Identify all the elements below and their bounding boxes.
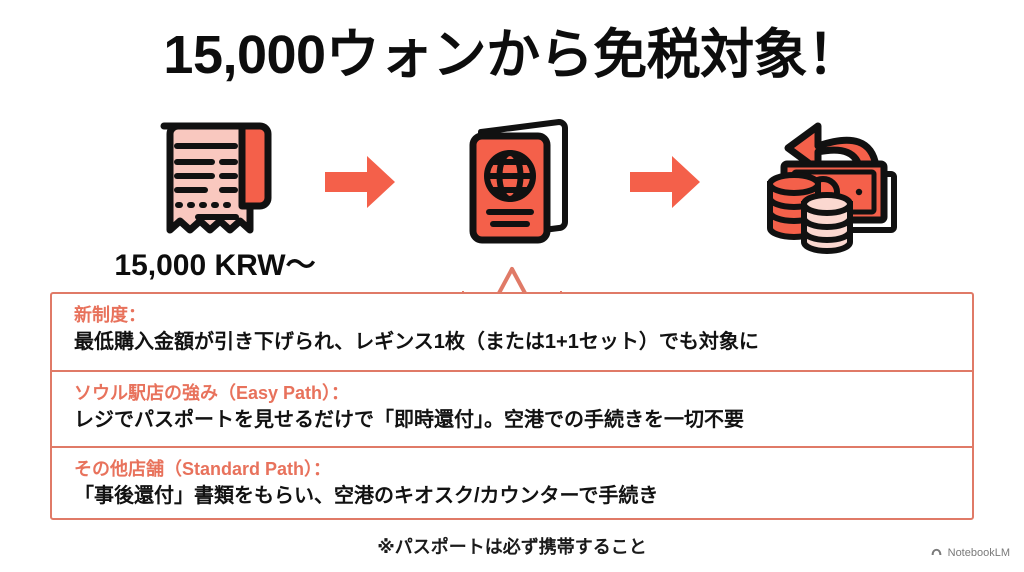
price-threshold-label: 15,000 KRW〜 xyxy=(114,249,316,282)
footer-note: ※パスポートは必ず携帯すること xyxy=(377,537,647,557)
section-body: 最低購入金額が引き下げられ、レギンス1枚（または1+1セット）でも対象に xyxy=(74,331,759,354)
flow-arrow-1 xyxy=(310,112,410,252)
section-heading: 新制度： xyxy=(74,305,146,325)
section-heading: その他店舗（Standard Path）： xyxy=(74,459,332,479)
info-callout-box: 新制度： 最低購入金額が引き下げられ、レギンス1枚（または1+1セット）でも対象… xyxy=(50,292,974,520)
section-body: レジでパスポートを見せるだけで「即時還付」。空港での手続きを一切不要 xyxy=(74,409,744,432)
arrow-right-icon xyxy=(325,156,395,208)
callout-section-standard-path: その他店舗（Standard Path）： 「事後還付」書類をもらい、空港のキオ… xyxy=(52,446,972,522)
receipt-icon xyxy=(160,122,272,234)
flow-step-refund xyxy=(760,112,910,254)
flow-step-receipt xyxy=(150,112,280,252)
watermark-label: NotebookLM xyxy=(947,546,1010,559)
notebooklm-watermark: NotebookLM xyxy=(930,546,1010,559)
money-refund-icon xyxy=(767,122,897,254)
arrow-right-icon xyxy=(630,156,700,208)
passport-icon xyxy=(469,119,568,244)
tax-refund-flow-diagram xyxy=(0,112,1024,272)
callout-section-easy-path: ソウル駅店の強み（Easy Path）： レジでパスポートを見せるだけで「即時還… xyxy=(52,370,972,446)
flow-arrow-2 xyxy=(615,112,715,252)
flow-step-passport xyxy=(455,112,585,252)
notebooklm-logo-icon xyxy=(931,548,941,555)
page-title: 15,000ウォンから免税対象！ xyxy=(163,25,861,85)
section-body: 「事後還付」書類をもらい、空港のキオスク/カウンターで手続き xyxy=(74,485,659,508)
callout-section-new-system: 新制度： 最低購入金額が引き下げられ、レギンス1枚（または1+1セット）でも対象… xyxy=(52,294,972,370)
section-heading: ソウル駅店の強み（Easy Path）： xyxy=(74,383,350,403)
